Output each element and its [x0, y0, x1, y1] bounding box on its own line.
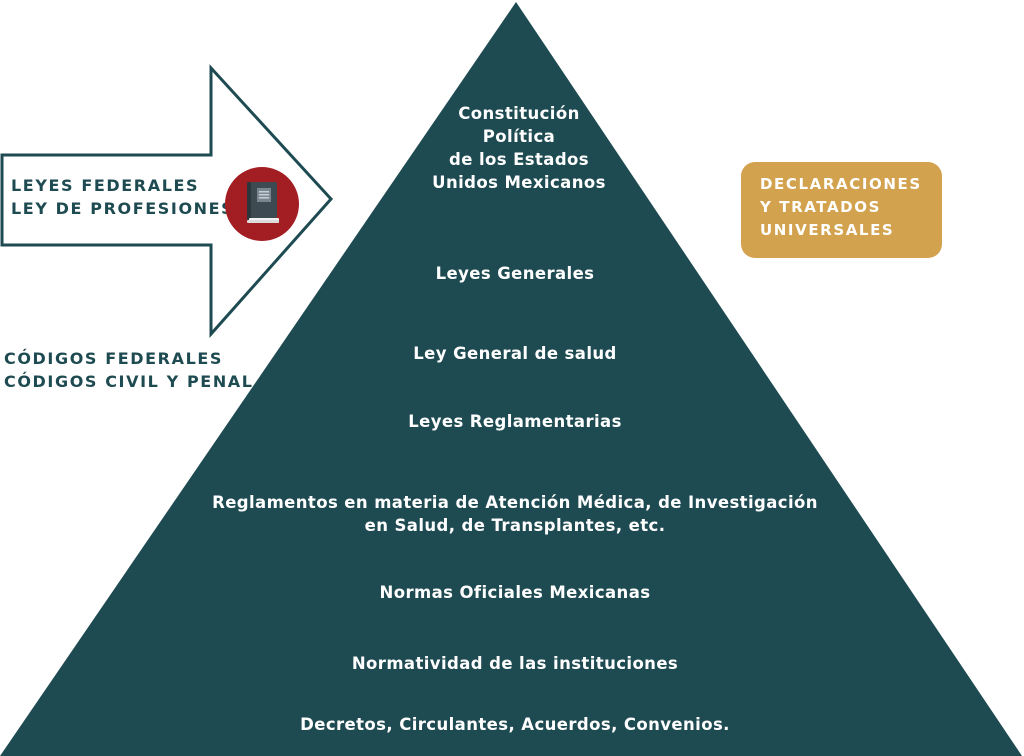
level-regulatory-laws: Leyes Reglamentarias [408, 412, 622, 431]
level-decrees: Decretos, Circulantes, Acuerdos, Conveni… [300, 715, 730, 734]
codes-label-federal: CÓDIGOS FEDERALES [4, 349, 224, 368]
arrow-shape [0, 64, 334, 338]
declarations-line-2: Y TRATADOS [760, 198, 881, 216]
codes-label-civil-penal: CÓDIGOS CIVIL Y PENAL [4, 372, 254, 391]
level-regulations: Reglamentos en materia de Atención Médic… [212, 493, 818, 535]
level-constitution: Constitución Política de los Estados Uni… [432, 104, 606, 192]
declarations-box: DECLARACIONES Y TRATADOS UNIVERSALES [741, 162, 942, 258]
declarations-line-3: UNIVERSALES [760, 221, 895, 239]
book-icon [225, 167, 299, 241]
book-badge [225, 167, 299, 241]
declarations-line-1: DECLARACIONES [760, 175, 922, 193]
level-official-standards: Normas Oficiales Mexicanas [379, 583, 651, 602]
arrow-label-federal-laws: LEYES FEDERALES [11, 176, 200, 195]
level-general-laws: Leyes Generales [435, 264, 595, 283]
level-general-health-law: Ley General de salud [413, 344, 617, 363]
arrow-label-professions-law: LEY DE PROFESIONES [11, 199, 235, 218]
level-institutional-norms: Normatividad de las instituciones [351, 654, 679, 673]
